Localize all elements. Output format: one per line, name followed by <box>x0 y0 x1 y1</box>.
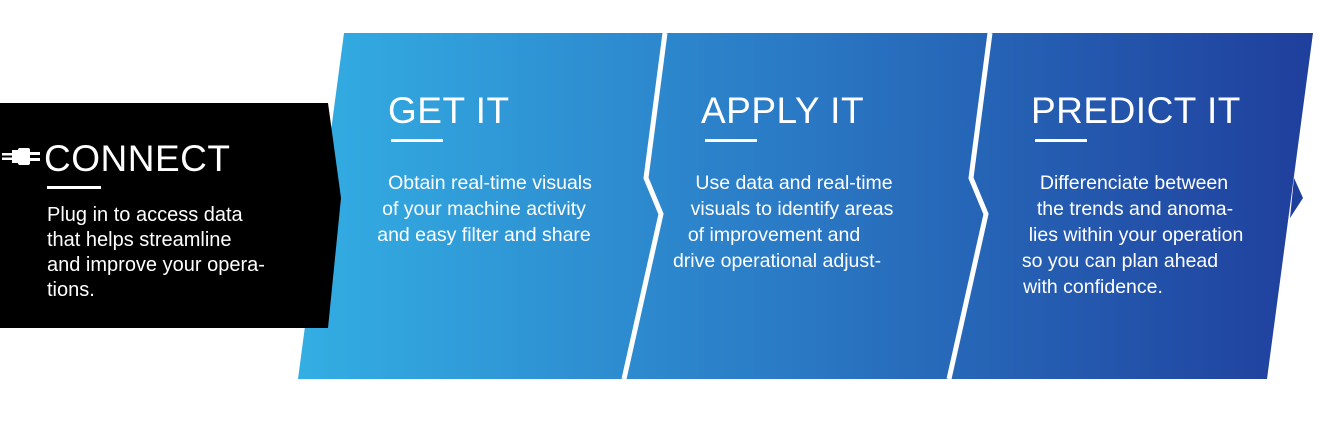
get-it-line-2: of your machine activity <box>382 198 586 220</box>
chevron-divider-1 <box>621 32 668 380</box>
predict-it-underline <box>1035 139 1087 142</box>
apply-it-line-3: of improvement and <box>688 224 860 246</box>
get-it-line-1: Obtain real-time visuals <box>388 172 592 194</box>
connect-line-2: that helps streamline <box>47 229 232 251</box>
apply-it-line-4: drive operational adjust- <box>673 250 881 272</box>
get-it-title: GET IT <box>388 90 510 131</box>
predict-it-line-2: the trends and anoma- <box>1037 198 1233 220</box>
plug-icon <box>2 148 40 165</box>
band-end-arrow <box>1290 178 1303 218</box>
gradient-band <box>298 33 1313 379</box>
predict-it-line-5: with confidence. <box>1022 276 1163 298</box>
predict-it-line-4: so you can plan ahead <box>1022 250 1218 272</box>
predict-it-title: PREDICT IT <box>1031 90 1241 131</box>
connect-line-1: Plug in to access data <box>47 204 244 226</box>
apply-it-title: APPLY IT <box>701 90 864 131</box>
predict-it-line-3: lies within your operation <box>1029 224 1244 246</box>
connect-panel <box>0 103 341 328</box>
apply-it-underline <box>705 139 757 142</box>
connect-title: CONNECT <box>44 138 230 179</box>
connect-line-3: and improve your opera- <box>47 254 265 276</box>
predict-it-line-1: Differenciate between <box>1040 172 1228 194</box>
chevron-divider-2 <box>946 32 993 380</box>
apply-it-line-2: visuals to identify areas <box>691 198 894 220</box>
get-it-underline <box>391 139 443 142</box>
apply-it-line-1: Use data and real-time <box>695 172 892 194</box>
connect-underline <box>47 186 101 189</box>
get-it-line-3: and easy filter and share <box>377 224 591 246</box>
connect-line-4: tions. <box>47 279 95 301</box>
